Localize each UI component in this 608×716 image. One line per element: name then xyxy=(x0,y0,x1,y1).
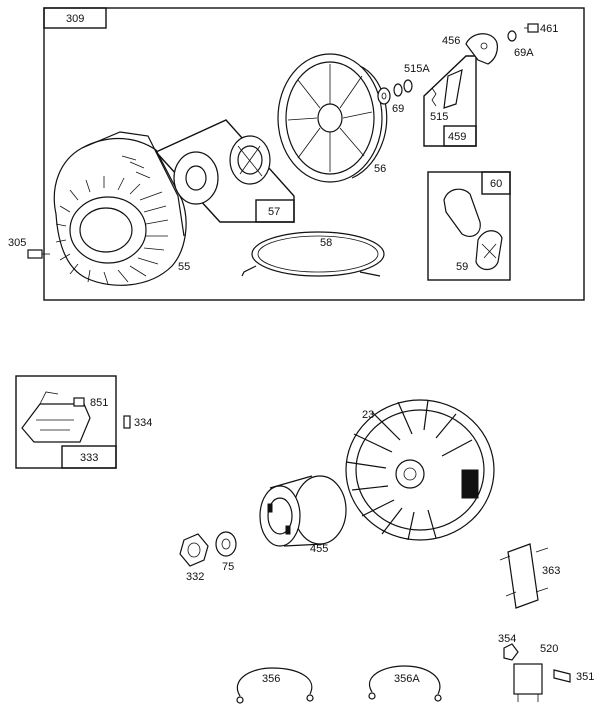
part-305-label: 305 xyxy=(8,237,26,249)
bracket-520 xyxy=(513,663,543,702)
clutch-assembly-part xyxy=(229,135,271,185)
starter-cup-part xyxy=(259,475,347,547)
part-515A-label: 515A xyxy=(404,63,430,75)
screw-461 xyxy=(524,23,539,33)
ground-wire-356 xyxy=(236,667,314,704)
part-461-label: 461 xyxy=(540,23,558,35)
starter-pulley-part xyxy=(277,53,388,183)
kit-333-label: 333 xyxy=(80,452,98,464)
stop-switch-part xyxy=(499,543,549,609)
part-455-label: 455 xyxy=(310,543,328,555)
kit-333-frame: 333 xyxy=(15,375,117,469)
part-354-label: 354 xyxy=(498,633,516,645)
screw-334 xyxy=(123,415,131,429)
part-69A-label: 69A xyxy=(514,47,534,59)
armature-part xyxy=(21,391,91,443)
part-363-label: 363 xyxy=(542,565,560,577)
kit-309-frame: 309 xyxy=(43,7,585,301)
part-332-label: 332 xyxy=(186,571,204,583)
kit-60-label: 60 xyxy=(490,178,502,190)
washer-69 xyxy=(377,87,391,105)
blower-housing-part xyxy=(53,131,187,286)
kit-459-frame: 459 xyxy=(423,55,477,147)
part-356-label: 356 xyxy=(262,673,280,685)
handle-part xyxy=(443,188,481,237)
nut-354 xyxy=(503,643,519,661)
part-334-label: 334 xyxy=(134,417,152,429)
part-55-label: 55 xyxy=(178,261,190,273)
kit-57-frame: 57 xyxy=(155,119,295,223)
washer-75 xyxy=(215,531,237,557)
kit-57-label: 57 xyxy=(268,206,280,218)
spring-515 xyxy=(431,87,437,107)
screw-351 xyxy=(553,669,571,683)
starter-rope-part xyxy=(241,231,385,277)
clutch-drum-part xyxy=(173,151,219,205)
part-351-label: 351 xyxy=(576,671,594,683)
ground-wire-356A xyxy=(368,665,442,702)
washer-69A xyxy=(507,30,517,42)
part-520-label: 520 xyxy=(540,643,558,655)
kit-309-label: 309 xyxy=(66,13,84,25)
part-515-label: 515 xyxy=(430,111,448,123)
part-456-label: 456 xyxy=(442,35,460,47)
handle-insert-59 xyxy=(475,230,503,271)
nut-332 xyxy=(179,533,209,567)
washers-515A xyxy=(393,79,413,97)
part-59-label: 59 xyxy=(456,261,468,273)
part-23-label: 23 xyxy=(362,409,374,421)
screw-305 xyxy=(27,249,50,259)
part-58-label: 58 xyxy=(320,237,332,249)
part-851-label: 851 xyxy=(90,397,108,409)
flywheel-part xyxy=(345,399,495,541)
pawl-part xyxy=(443,69,463,109)
part-356A-label: 356A xyxy=(394,673,420,685)
kit-459-label: 459 xyxy=(448,131,466,143)
retainer-456 xyxy=(465,33,498,65)
part-75-label: 75 xyxy=(222,561,234,573)
part-56-label: 56 xyxy=(374,163,386,175)
part-69-label: 69 xyxy=(392,103,404,115)
kit-60-frame: 60 xyxy=(427,171,511,281)
